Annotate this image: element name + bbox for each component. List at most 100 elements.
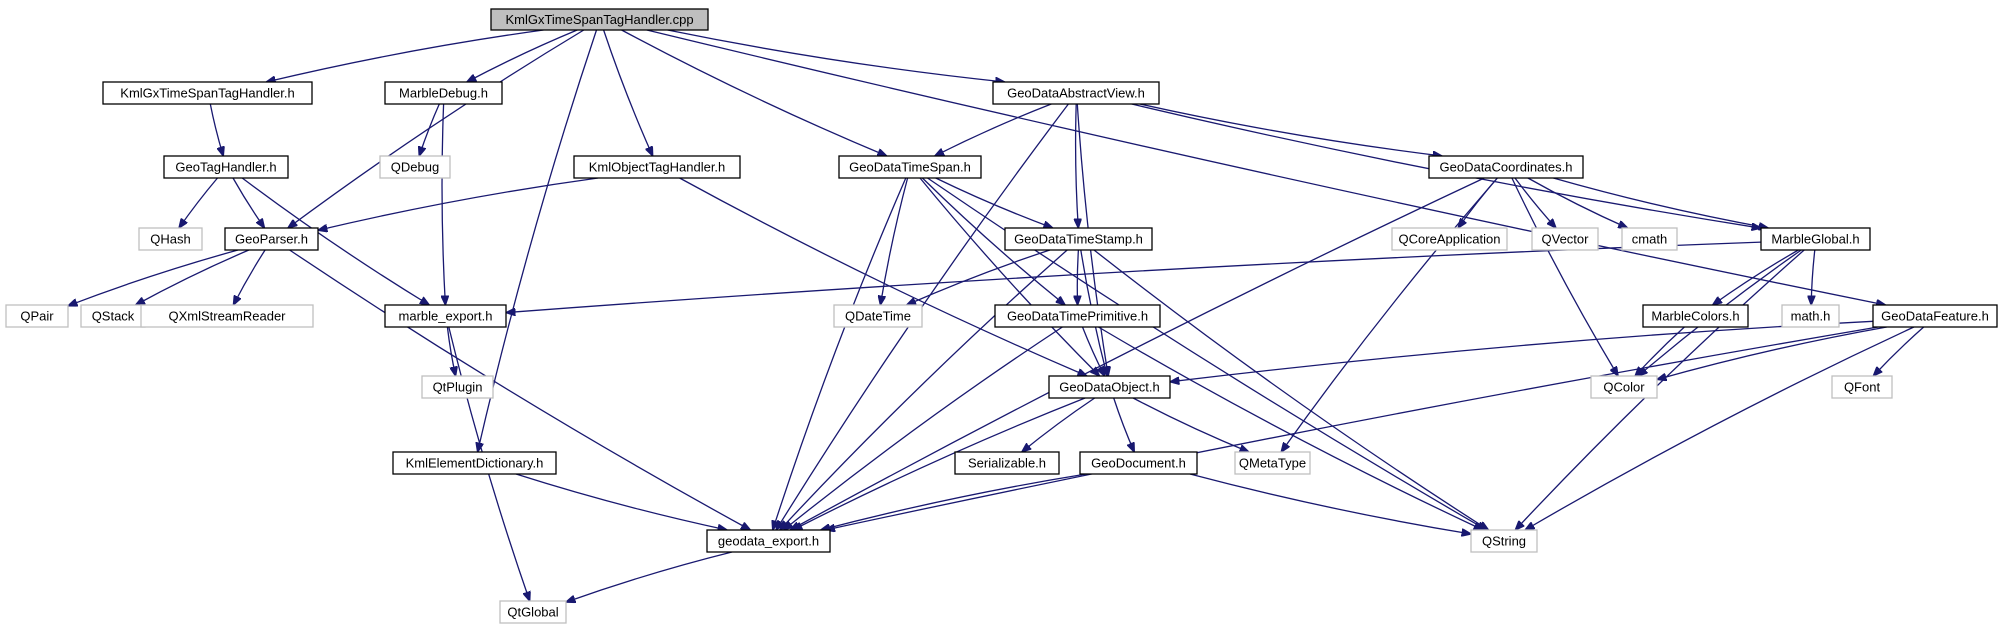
- node-gpar[interactable]: GeoParser.h: [224, 227, 319, 251]
- node-label: GeoDataFeature.h: [1881, 309, 1989, 324]
- node-label: QVector: [1542, 232, 1590, 247]
- node-gth[interactable]: GeoTagHandler.h: [163, 155, 289, 179]
- edge-line: [506, 241, 1762, 313]
- edge-kotc-to-gdob: [679, 177, 1087, 376]
- edge-line: [68, 249, 239, 306]
- edge-root-to-mdbg: [467, 29, 578, 82]
- edge-root-to-kotc: [602, 29, 653, 156]
- node-label: KmlElementDictionary.h: [406, 456, 544, 471]
- node-box: [1831, 375, 1893, 399]
- edge-kotc-to-gpar: [318, 177, 599, 230]
- node-ked[interactable]: KmlElementDictionary.h: [392, 451, 557, 475]
- node-box: [1079, 451, 1198, 475]
- node-label: QtPlugin: [433, 380, 483, 395]
- node-label: math.h: [1791, 309, 1831, 324]
- node-box: [1470, 529, 1538, 553]
- node-label: KmlGxTimeSpanTagHandler.h: [120, 86, 294, 101]
- edge-gdob-to-gexp: [793, 397, 1086, 530]
- edge-line: [136, 249, 250, 305]
- edge-line: [921, 177, 1065, 305]
- edge-root-to-gdts: [621, 29, 887, 156]
- node-label: GeoDataCoordinates.h: [1440, 160, 1573, 175]
- edge-line: [679, 177, 1087, 376]
- node-label: QColor: [1603, 380, 1645, 395]
- node-ser[interactable]: Serializable.h: [954, 451, 1060, 475]
- edge-line: [467, 29, 578, 82]
- node-box: [992, 81, 1160, 105]
- edge-gdav-to-gdco: [1139, 103, 1442, 156]
- node-box: [140, 304, 314, 328]
- node-gdav[interactable]: GeoDataAbstractView.h: [992, 81, 1160, 105]
- edge-gdtp-to-gdob: [1081, 326, 1105, 376]
- node-qhash: QHash: [138, 227, 203, 251]
- node-box: [163, 155, 289, 179]
- node-kgxh[interactable]: KmlGxTimeSpanTagHandler.h: [102, 81, 313, 105]
- node-mathh: math.h: [1781, 304, 1840, 328]
- node-mglob[interactable]: MarbleGlobal.h: [1760, 227, 1871, 251]
- edge-root-to-gpar: [288, 29, 585, 228]
- node-box: [833, 304, 923, 328]
- edge-gdtst-to-gdtp: [1077, 249, 1078, 305]
- node-qvector: QVector: [1531, 227, 1599, 251]
- node-gdtp[interactable]: GeoDataTimePrimitive.h: [994, 304, 1161, 328]
- edge-line: [621, 29, 887, 156]
- edge-line: [821, 473, 1087, 530]
- node-gdob[interactable]: GeoDataObject.h: [1048, 375, 1171, 399]
- edge-gexp-to-qtglobal: [566, 551, 733, 602]
- node-qtplugin: QtPlugin: [421, 375, 494, 399]
- node-box: [1531, 227, 1599, 251]
- node-label: QHash: [150, 232, 190, 247]
- node-box: [499, 600, 567, 624]
- node-qfont: QFont: [1831, 375, 1893, 399]
- node-kotc[interactable]: KmlObjectTagHandler.h: [573, 155, 741, 179]
- node-label: GeoDataTimeSpan.h: [849, 160, 971, 175]
- node-gdoc[interactable]: GeoDocument.h: [1079, 451, 1198, 475]
- node-gexp[interactable]: geodata_export.h: [706, 529, 831, 553]
- node-label: QXmlStreamReader: [168, 309, 286, 324]
- node-qdatetime: QDateTime: [833, 304, 923, 328]
- node-qcoreapp: QCoreApplication: [1391, 227, 1508, 251]
- edge-gpar-to-gexp: [289, 249, 751, 530]
- node-box: [1781, 304, 1840, 328]
- edge-line: [1098, 326, 1483, 530]
- node-label: GeoParser.h: [235, 232, 308, 247]
- edge-gth-to-qhash: [179, 177, 218, 228]
- node-label: cmath: [1632, 232, 1667, 247]
- node-mcol[interactable]: MarbleColors.h: [1642, 304, 1749, 328]
- node-box: [224, 227, 319, 251]
- edge-line: [288, 29, 585, 228]
- node-mdbg[interactable]: MarbleDebug.h: [384, 81, 503, 105]
- edge-line: [241, 177, 429, 305]
- node-box: [1872, 304, 1998, 328]
- edge-line: [1081, 326, 1105, 376]
- node-label: QStack: [92, 309, 135, 324]
- edge-line: [907, 249, 1051, 305]
- edge-line: [289, 249, 751, 530]
- node-gdfe[interactable]: GeoDataFeature.h: [1872, 304, 1998, 328]
- edge-line: [233, 249, 266, 305]
- edge-line: [1553, 177, 1768, 228]
- node-gdts[interactable]: GeoDataTimeSpan.h: [838, 155, 982, 179]
- node-gdtst[interactable]: GeoDataTimeStamp.h: [1004, 227, 1153, 251]
- node-mexp[interactable]: marble_export.h: [384, 304, 507, 328]
- edge-line: [1515, 249, 1805, 530]
- node-qmeta: QMetaType: [1234, 451, 1311, 475]
- node-qstack: QStack: [80, 304, 146, 328]
- edge-line: [1281, 177, 1498, 452]
- edge-ked-to-gexp: [515, 473, 727, 530]
- node-box: [384, 304, 507, 328]
- edge-line: [566, 551, 733, 602]
- node-gdco[interactable]: GeoDataCoordinates.h: [1428, 155, 1584, 179]
- edge-mglob-to-mcol: [1713, 249, 1799, 305]
- edge-root-to-kgxh: [266, 29, 544, 82]
- edge-line: [1139, 103, 1442, 156]
- node-label: KmlObjectTagHandler.h: [589, 160, 726, 175]
- edge-line: [793, 397, 1086, 530]
- edge-gdts-to-gexp: [773, 177, 907, 530]
- edge-line: [1873, 326, 1925, 376]
- node-root[interactable]: KmlGxTimeSpanTagHandler.cpp: [490, 8, 709, 31]
- node-box: [706, 529, 831, 553]
- node-box: [1234, 451, 1311, 475]
- node-box: [573, 155, 741, 179]
- edge-gdob-to-qmeta: [1132, 397, 1249, 452]
